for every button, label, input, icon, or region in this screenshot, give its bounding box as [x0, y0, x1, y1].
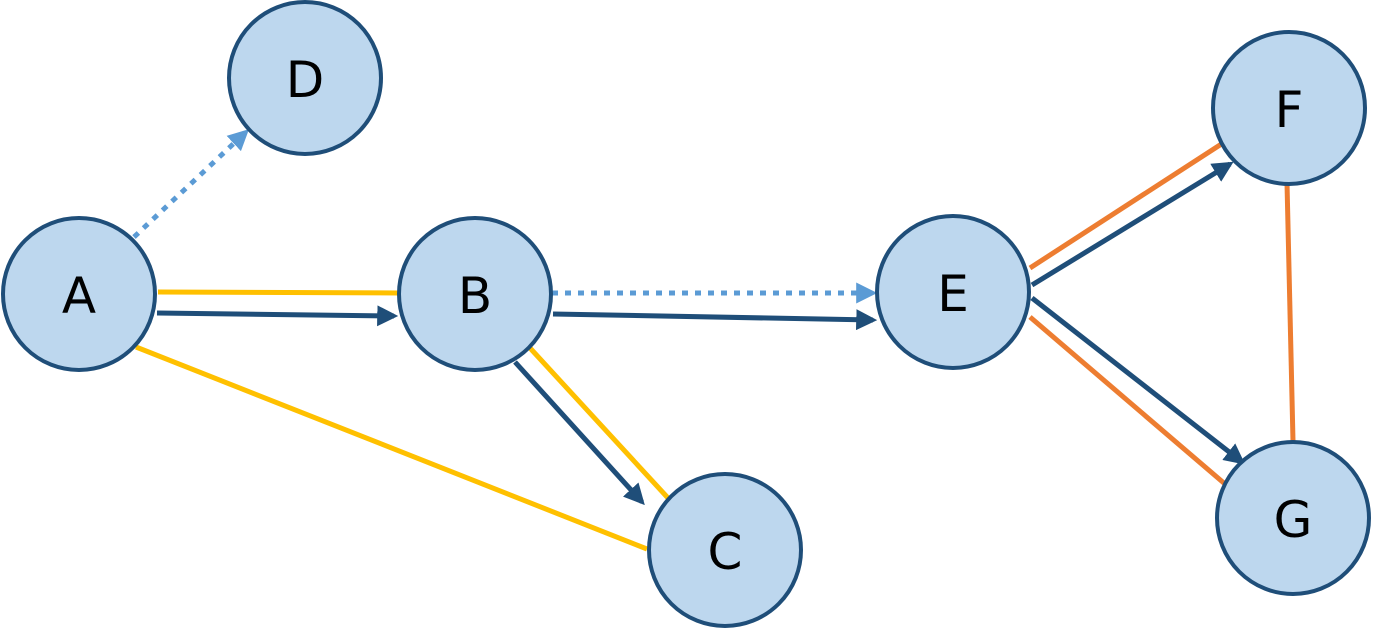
edge-f-g-orange-line: [1284, 182, 1296, 442]
node-circle-d: [227, 0, 383, 156]
edge-a-d-dotted-arrow: [132, 129, 250, 239]
edge-b-c-arrow: [513, 360, 645, 506]
node-c: C: [647, 472, 803, 628]
node-b: B: [397, 216, 553, 372]
node-label-d: D: [286, 51, 325, 109]
node-label-a: A: [62, 267, 96, 325]
node-circle-g: [1215, 440, 1371, 596]
edge-b-e-arrow: [552, 309, 878, 331]
node-circle-c: [647, 472, 803, 628]
node-e: E: [875, 214, 1031, 370]
node-circle-a: [1, 216, 157, 372]
node-label-e: E: [937, 265, 969, 323]
edge-e-g-orange-line: [1028, 315, 1227, 486]
node-label-c: C: [708, 523, 743, 581]
edge-e-f-arrow: [1030, 161, 1234, 288]
edge-e-g-arrow: [1030, 296, 1246, 465]
node-label-b: B: [458, 267, 492, 325]
edge-a-c-yellow-line: [135, 344, 648, 552]
node-circle-f: [1211, 30, 1367, 186]
node-d: D: [227, 0, 383, 156]
edge-e-f-orange-line: [1028, 140, 1225, 271]
node-label-f: F: [1275, 81, 1304, 139]
edge-a-b-arrow: [156, 305, 399, 327]
node-circle-e: [875, 214, 1031, 370]
edges-layer: [132, 129, 1296, 552]
node-f: F: [1211, 30, 1367, 186]
node-label-g: G: [1274, 491, 1313, 549]
node-a: A: [1, 216, 157, 372]
edge-a-b-yellow-line: [157, 289, 400, 296]
node-g: G: [1215, 440, 1371, 596]
edge-b-c-yellow-line: [528, 346, 670, 500]
node-circle-b: [397, 216, 553, 372]
